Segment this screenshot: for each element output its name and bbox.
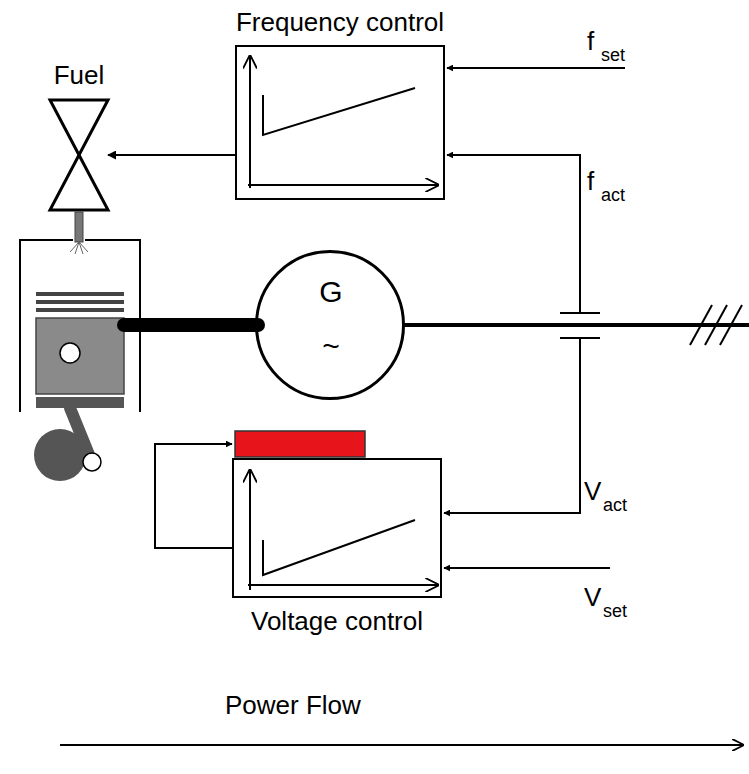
- control-box: Frequency control: [235, 45, 445, 200]
- flow-label: Power Flow: [225, 692, 361, 718]
- droop-graph: [248, 56, 438, 188]
- piston-skirt: [36, 397, 124, 408]
- fuel-valve-symbol: [50, 100, 108, 210]
- crank-pin: [83, 453, 101, 471]
- signal-subscript: act: [603, 496, 627, 514]
- fuel-spray: [70, 242, 88, 254]
- signal-name: f: [587, 168, 594, 194]
- generator-circle: G~: [255, 250, 405, 400]
- control-signal-arrow: [108, 154, 235, 156]
- generator-circle-text: ~: [322, 331, 340, 361]
- signal-name: V: [584, 478, 601, 504]
- droop-graph: [248, 470, 438, 590]
- excitation-winding: [235, 431, 365, 457]
- three-phase-mark: [690, 305, 742, 345]
- measuring-point: [444, 155, 600, 513]
- piston-pin: [60, 343, 80, 363]
- signal-subscript: set: [603, 602, 627, 620]
- output-line: [403, 323, 749, 327]
- fuel-valve: Fuel: [50, 100, 108, 210]
- control-box-text: Frequency control: [236, 9, 444, 35]
- generator-circle-text: G: [319, 277, 342, 307]
- signal-name: f: [587, 28, 594, 54]
- piston-rings: [36, 294, 124, 310]
- setpoint-arrow: [444, 567, 610, 569]
- excitation-wire: [155, 444, 234, 548]
- piston: [36, 318, 124, 394]
- control-box-text: Voltage control: [251, 608, 423, 634]
- drive-shaft: [124, 318, 258, 332]
- injector-stem: [75, 212, 83, 242]
- signal-name: V: [584, 584, 601, 610]
- fuel-valve-text: Fuel: [54, 62, 105, 88]
- control-box: Voltage control: [232, 458, 442, 598]
- power-flow-arrow: [60, 744, 743, 746]
- signal-subscript: act: [601, 186, 625, 204]
- signal-subscript: set: [601, 46, 625, 64]
- setpoint-arrow: [447, 67, 625, 69]
